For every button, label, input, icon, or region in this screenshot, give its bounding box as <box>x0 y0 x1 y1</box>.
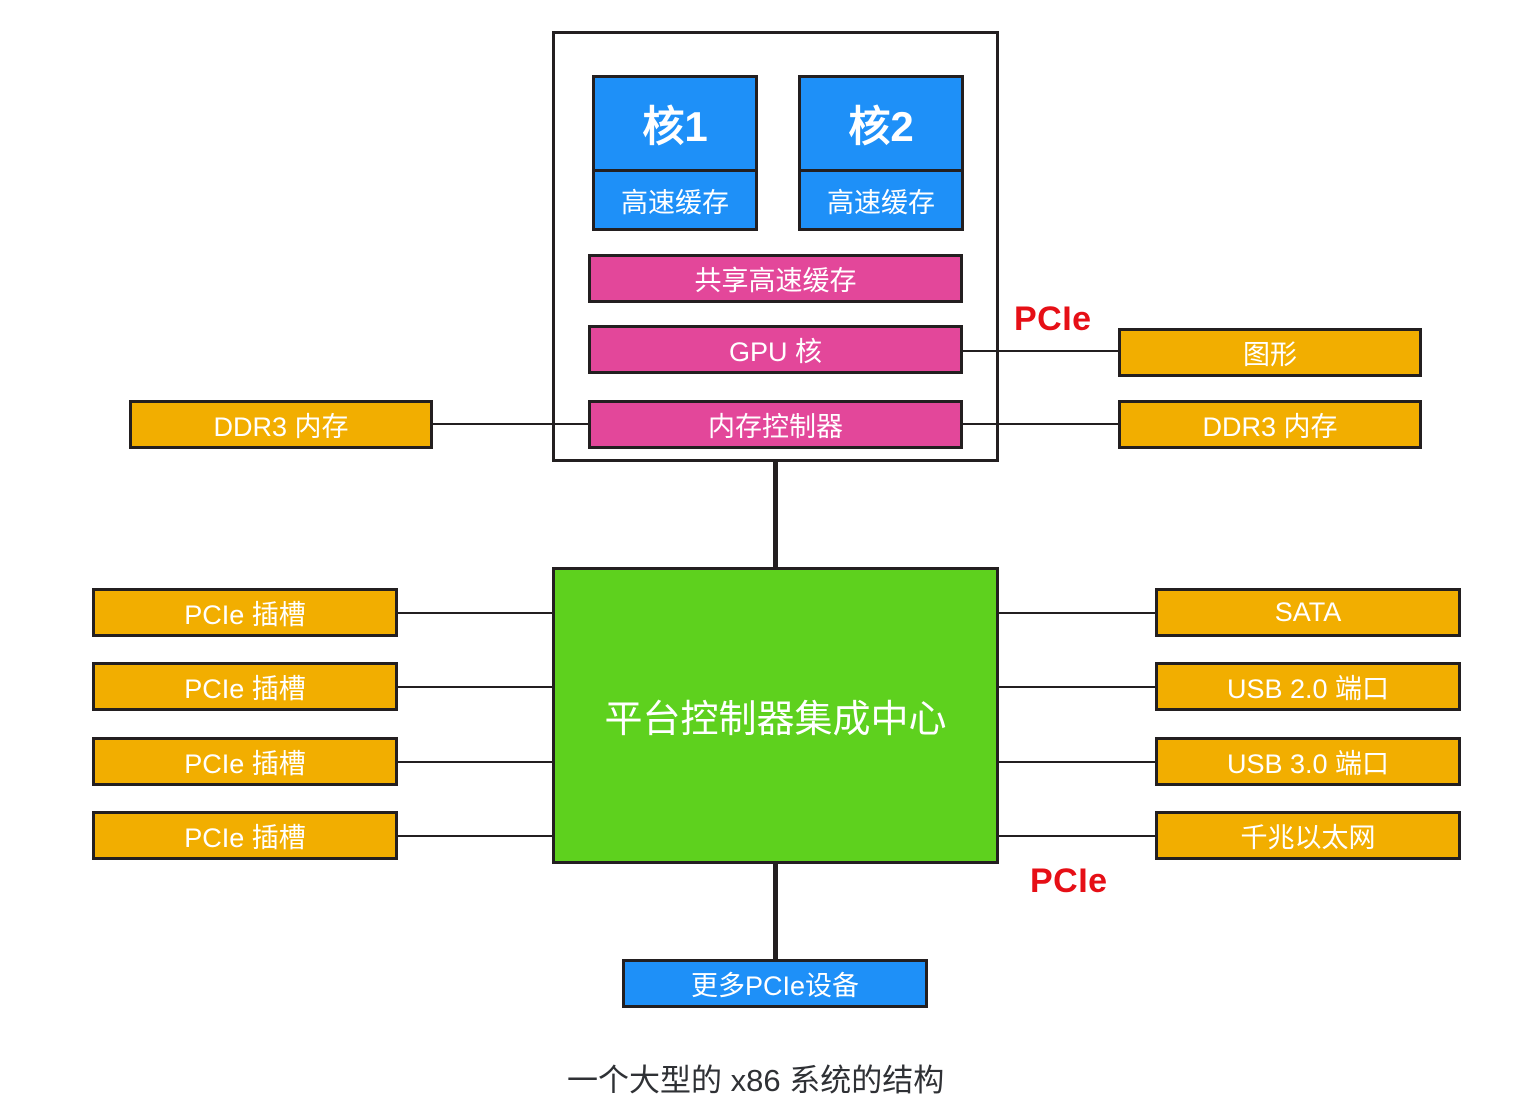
cpu-core-1-label: 核1 <box>595 78 755 172</box>
line-pcie-slot-3-to-pch <box>398 761 552 763</box>
ddr3-memory-left-label: DDR3 内存 <box>213 412 349 442</box>
line-memctrl-to-left-ddr3 <box>433 423 588 425</box>
pcie-slot-4[interactable]: PCIe 插槽 <box>92 811 398 860</box>
pcie-slot-4-label: PCIe 插槽 <box>184 823 306 853</box>
usb2-port[interactable]: USB 2.0 端口 <box>1155 662 1461 711</box>
line-pcie-slot-2-to-pch <box>398 686 552 688</box>
pcie-slot-2[interactable]: PCIe 插槽 <box>92 662 398 711</box>
cpu-package-outline <box>552 31 999 462</box>
platform-controller-hub-label: 平台控制器集成中心 <box>604 699 947 741</box>
graphics-block[interactable]: 图形 <box>1118 328 1422 377</box>
line-pch-to-usb2 <box>999 686 1155 688</box>
line-memctrl-to-right-ddr3 <box>963 423 1118 425</box>
pcie-label-bottom: PCIe <box>1030 862 1108 900</box>
gpu-core-label: GPU 核 <box>728 337 822 367</box>
line-pch-to-more-devices <box>773 864 778 960</box>
cpu-core-1[interactable]: 核1 高速缓存 <box>592 75 758 231</box>
line-gpu-to-graphics <box>963 350 1118 352</box>
usb3-port[interactable]: USB 3.0 端口 <box>1155 737 1461 786</box>
ddr3-memory-left[interactable]: DDR3 内存 <box>129 400 433 449</box>
usb2-port-label: USB 2.0 端口 <box>1226 674 1390 704</box>
usb3-port-label: USB 3.0 端口 <box>1226 749 1390 779</box>
gpu-core-block[interactable]: GPU 核 <box>588 325 963 374</box>
pcie-slot-2-label: PCIe 插槽 <box>184 674 306 704</box>
pcie-label-top: PCIe <box>1014 300 1092 338</box>
memory-controller-block[interactable]: 内存控制器 <box>588 400 963 449</box>
line-cpu-to-pch <box>773 462 778 568</box>
memory-controller-label: 内存控制器 <box>708 412 843 442</box>
line-pch-to-sata <box>999 612 1155 614</box>
cpu-core-2-cache-label: 高速缓存 <box>827 187 935 218</box>
shared-cache-block[interactable]: 共享高速缓存 <box>588 254 963 303</box>
graphics-label: 图形 <box>1243 340 1297 370</box>
shared-cache-label: 共享高速缓存 <box>694 266 857 296</box>
pcie-slot-3-label: PCIe 插槽 <box>184 749 306 779</box>
line-pch-to-usb3 <box>999 761 1155 763</box>
platform-controller-hub[interactable]: 平台控制器集成中心 <box>552 567 999 864</box>
pcie-slot-1-label: PCIe 插槽 <box>184 600 306 630</box>
line-pch-to-ethernet <box>999 835 1155 837</box>
gigabit-ethernet-label: 千兆以太网 <box>1240 823 1376 853</box>
ddr3-memory-right[interactable]: DDR3 内存 <box>1118 400 1422 449</box>
cpu-core-2[interactable]: 核2 高速缓存 <box>798 75 964 231</box>
line-pcie-slot-4-to-pch <box>398 835 552 837</box>
more-pcie-devices-label: 更多PCIe设备 <box>690 971 860 1001</box>
gigabit-ethernet-port[interactable]: 千兆以太网 <box>1155 811 1461 860</box>
sata-port[interactable]: SATA <box>1155 588 1461 637</box>
pcie-slot-1[interactable]: PCIe 插槽 <box>92 588 398 637</box>
cpu-core-2-label: 核2 <box>801 78 961 172</box>
pcie-slot-3[interactable]: PCIe 插槽 <box>92 737 398 786</box>
diagram-caption: 一个大型的 x86 系统的结构 <box>567 1063 945 1098</box>
cpu-core-1-cache-label: 高速缓存 <box>621 187 729 218</box>
more-pcie-devices[interactable]: 更多PCIe设备 <box>622 959 928 1008</box>
sata-port-label: SATA <box>1274 597 1342 627</box>
line-pcie-slot-1-to-pch <box>398 612 552 614</box>
ddr3-memory-right-label: DDR3 内存 <box>1202 412 1338 442</box>
